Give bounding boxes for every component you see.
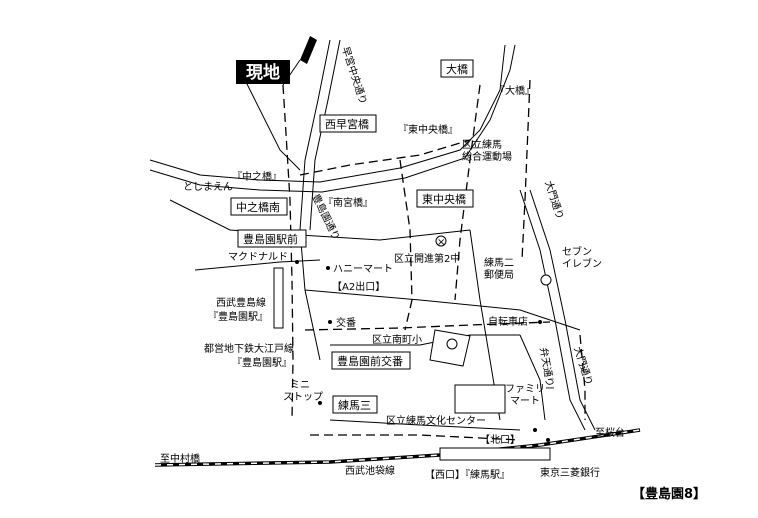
- label-family-2: マート: [510, 396, 540, 407]
- label-ministop-2: ストップ: [283, 391, 323, 403]
- road-ome-2: 大門通り: [571, 345, 596, 387]
- label-bunka-center: 区立練馬文化センター: [386, 414, 486, 427]
- bus-stop-naka-no-hashi-minami: 中之橋南: [236, 200, 280, 214]
- label-nerima-sogo-1: 区立練馬: [462, 138, 502, 151]
- current-location-marker: [300, 36, 317, 64]
- map-title: 【豊島園8】: [632, 486, 706, 502]
- current-location-label: 現地: [246, 62, 280, 83]
- bus-stop-ohashi-box: [440, 59, 474, 78]
- school-symbol-mark: ×: [437, 237, 445, 248]
- label-to-nakamura: 至中村橋: [160, 452, 200, 465]
- bus-stop-nishi-box: [319, 114, 377, 133]
- label-mitsubishi: 東京三菱銀行: [540, 466, 600, 479]
- hanny-dot: [326, 266, 330, 270]
- road-northeast: [149, 44, 506, 183]
- road-school: [330, 334, 520, 346]
- bridge-higashi-chuo: 『東中央橋』: [398, 123, 458, 136]
- label-koban: 交番: [336, 316, 356, 329]
- bus-stop-higashi-chuo-bashi: 東中央橋: [422, 192, 466, 206]
- label-nerima-station: 【西口】『練馬駅』: [425, 468, 510, 481]
- road-northwest: [244, 79, 301, 171]
- koban-dot: [328, 320, 332, 324]
- label-toshimaen: としまえん: [183, 181, 233, 193]
- mcdonalds-dot: [295, 260, 299, 264]
- school-symbol: [435, 235, 447, 247]
- bus-stop-nerima3-box: [332, 395, 378, 414]
- post-office-symbol: [540, 274, 552, 286]
- nerima-station-building: [439, 447, 551, 461]
- label-kaishin: 区立開進第2中: [394, 252, 460, 265]
- ministop-dot: [318, 401, 322, 405]
- roads: [149, 39, 596, 431]
- road-ome: [519, 189, 586, 431]
- road-northeast-2: [149, 44, 516, 193]
- family-mart-dot: [533, 428, 537, 432]
- label-oedo-2: 『豊島園駅』: [232, 356, 292, 369]
- label-post-2: 郵便局: [484, 268, 514, 281]
- label-seibu-2: 『豊島園駅』: [208, 310, 268, 323]
- bicycle-dot: [538, 320, 542, 324]
- label-a2-exit: 【A2出口】: [332, 280, 385, 293]
- route-center: [399, 159, 413, 331]
- label-bicycle: 自転車店: [488, 315, 528, 328]
- label-oedo-1: 都営地下鉄大江戸線: [204, 342, 294, 355]
- road-north-south: [299, 39, 331, 361]
- railway-seibu-toshima: [273, 267, 284, 329]
- label-seven-2: イレブン: [562, 257, 602, 270]
- label-nerima-sogo-2: 総合運動場: [462, 150, 512, 163]
- bus-stop-toshimaen-box: [237, 229, 307, 248]
- label-mcdonalds: マクドナルド: [228, 251, 288, 263]
- bus-stop-toshimaen-mae-kouban: 豊島園前交番: [337, 354, 403, 368]
- label-hanny: ハニーマート: [333, 264, 393, 275]
- bus-stop-nerima-san: 練馬三: [338, 398, 371, 412]
- bus-stop-kouban-box: [331, 351, 411, 370]
- route-north: [299, 139, 471, 176]
- label-minami-machi: 区立南町小: [372, 333, 422, 346]
- road-lower: [304, 289, 581, 331]
- bus-stop-toshimaen-eki-mae: 豊島園駅前: [243, 232, 298, 246]
- label-seibu-ikebukuro: 西武池袋線: [345, 464, 395, 477]
- road-benten: [519, 334, 546, 421]
- route-southeast: [579, 334, 586, 420]
- bus-stop-nakanohashi-box: [230, 197, 288, 216]
- current-location-label-bg: [236, 60, 290, 84]
- route-south: [310, 434, 521, 441]
- bus-stop-nishi-wasemiya: 西早宮橋: [325, 117, 369, 131]
- label-to-ekoda: 至桜台: [595, 426, 625, 439]
- route-far-east: [521, 79, 531, 261]
- bank-dot: [546, 438, 550, 442]
- label-ministop-1: ミニ: [290, 380, 310, 391]
- label-post-1: 練馬二: [484, 256, 514, 269]
- bus-stop-ohashi: 大橋: [446, 62, 468, 76]
- label-north-exit: 【北口】: [480, 434, 520, 446]
- road-south: [329, 419, 521, 431]
- label-seven-1: セブン: [562, 245, 592, 258]
- bridge-naka-no-hashi: 『中之橋』: [232, 170, 282, 183]
- bridge-minami-miya: 『南宮橋』: [323, 196, 373, 209]
- road-ome: 大門通り: [542, 179, 567, 221]
- route-cross: [304, 321, 551, 331]
- bridge-ohashi: 『大橋』: [495, 84, 535, 97]
- road-waseda-chuo: 早宮中央通り: [339, 45, 370, 106]
- school-symbol-2: [446, 338, 458, 350]
- label-family-1: ファミリー: [505, 384, 555, 395]
- label-seibu-1: 西武豊島線: [216, 296, 266, 309]
- culture-center-building: [454, 384, 506, 414]
- bus-stop-higashichuo-box: [416, 189, 474, 208]
- road-west: [194, 259, 321, 271]
- walking-route: [282, 79, 586, 441]
- toshimaen-station-platform: [273, 267, 284, 329]
